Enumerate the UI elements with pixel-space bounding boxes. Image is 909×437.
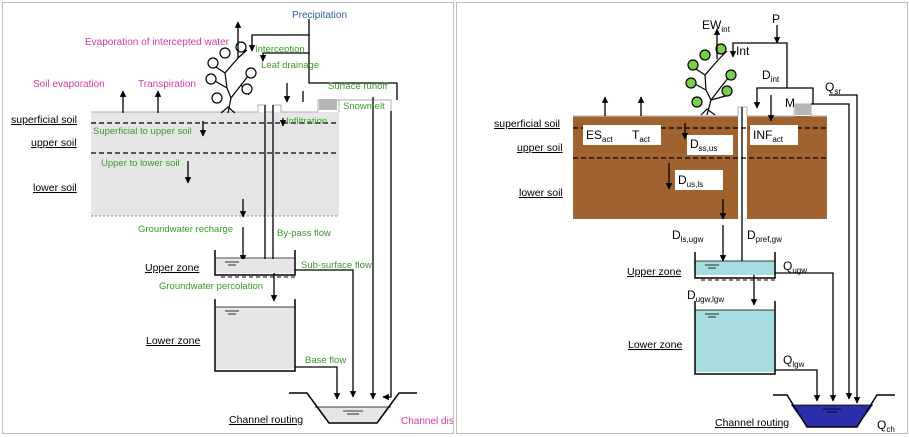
upper-zone-tank xyxy=(694,252,776,281)
channel-routing-label: Channel routing xyxy=(229,414,303,426)
flux-arrows xyxy=(119,19,398,302)
d-ugwlgw-symbol: Dugw,lgw xyxy=(687,288,724,304)
channel-routing-label: Channel routing xyxy=(715,417,789,429)
model-variables-panel: superficial soil upper soil lower soil U… xyxy=(456,2,908,434)
right-diagram-svg: superficial soil upper soil lower soil U… xyxy=(494,12,895,434)
upper-to-lower-label: Upper to lower soil xyxy=(101,158,180,169)
channel xyxy=(289,392,417,424)
soil-evaporation-label: Soil evaporation xyxy=(33,79,105,90)
transpiration-label: Transpiration xyxy=(138,79,196,90)
upper-soil-label: upper soil xyxy=(31,137,77,149)
snowpack xyxy=(319,99,337,110)
snowmelt-label: Snowmelt xyxy=(343,101,385,112)
snowpack xyxy=(795,104,811,115)
bypass-flow-label: By-pass flow xyxy=(277,228,331,239)
left-diagram-svg: Precipitation Evaporation of intercepted… xyxy=(11,10,454,427)
tree-icon xyxy=(685,43,737,116)
lower-soil-label: lower soil xyxy=(519,187,563,199)
interception-label: Interception xyxy=(255,44,305,55)
lower-zone-tank xyxy=(214,299,296,372)
q-ch-symbol: Qch xyxy=(877,418,895,434)
lower-soil-label: lower soil xyxy=(33,182,77,194)
channel-discharge-label: Channel discharge xyxy=(401,416,454,427)
q-ugw-symbol: Qugw xyxy=(783,259,807,275)
lower-zone-label: Lower zone xyxy=(146,335,200,347)
evaporation-intercepted-label: Evaporation of intercepted water xyxy=(85,37,230,48)
base-flow-path xyxy=(295,366,341,400)
infiltration-label: Infiltration xyxy=(286,116,327,127)
surface-runoff-label: Surface runoff xyxy=(328,81,388,92)
upper-zone-label: Upper zone xyxy=(145,262,199,274)
lower-zone-outflow xyxy=(775,369,821,402)
superficial-to-upper-label: Superficial to upper soil xyxy=(93,126,192,137)
surface-runoff-path xyxy=(811,103,853,400)
d-prefgw-symbol: Dpref,gw xyxy=(747,228,782,244)
t-act-symbol: Tact xyxy=(632,128,651,144)
upper-soil-label: upper soil xyxy=(517,142,563,154)
groundwater-percolation-label: Groundwater percolation xyxy=(159,281,263,292)
base-flow-label: Base flow xyxy=(305,355,346,366)
subsurface-flow-label: Sub-surface flow xyxy=(301,260,372,271)
es-act-symbol: ESact xyxy=(586,128,613,144)
flux-arrows xyxy=(601,25,814,306)
subsurface-flow-path xyxy=(295,269,357,398)
upper-zone-label: Upper zone xyxy=(627,266,681,278)
surface-runoff-path xyxy=(382,111,392,401)
superficial-soil-label: superficial soil xyxy=(494,118,560,130)
q-sr-symbol: Qsr xyxy=(825,80,841,96)
d-int-symbol: Dint xyxy=(762,68,780,84)
int-symbol: Int xyxy=(736,44,750,58)
ew-int-symbol: EWint xyxy=(702,18,731,34)
upper-zone-outflow xyxy=(775,272,837,402)
lower-zone-label: Lower zone xyxy=(628,339,682,351)
d-ssus-symbol: Dss,us xyxy=(690,137,717,153)
m-symbol: M xyxy=(785,96,795,110)
leaf-drainage-label: Leaf drainage xyxy=(261,60,319,71)
upper-zone-tank xyxy=(214,250,296,278)
conceptual-diagram-panel: Precipitation Evaporation of intercepted… xyxy=(2,2,454,434)
soil-column xyxy=(91,112,339,216)
inf-act-symbol: INFact xyxy=(753,128,784,144)
groundwater-recharge-label: Groundwater recharge xyxy=(138,224,233,235)
p-symbol: P xyxy=(772,12,780,26)
lower-zone-tank xyxy=(694,301,776,375)
superficial-soil-label: superficial soil xyxy=(11,114,77,126)
q-lgw-symbol: Qlgw xyxy=(783,353,805,369)
tree-icon xyxy=(205,41,257,114)
d-lsugw-symbol: Dls,ugw xyxy=(672,228,704,244)
precipitation-label: Precipitation xyxy=(292,10,347,21)
channel xyxy=(773,394,895,428)
d-usls-symbol: Dus,ls xyxy=(678,173,703,189)
